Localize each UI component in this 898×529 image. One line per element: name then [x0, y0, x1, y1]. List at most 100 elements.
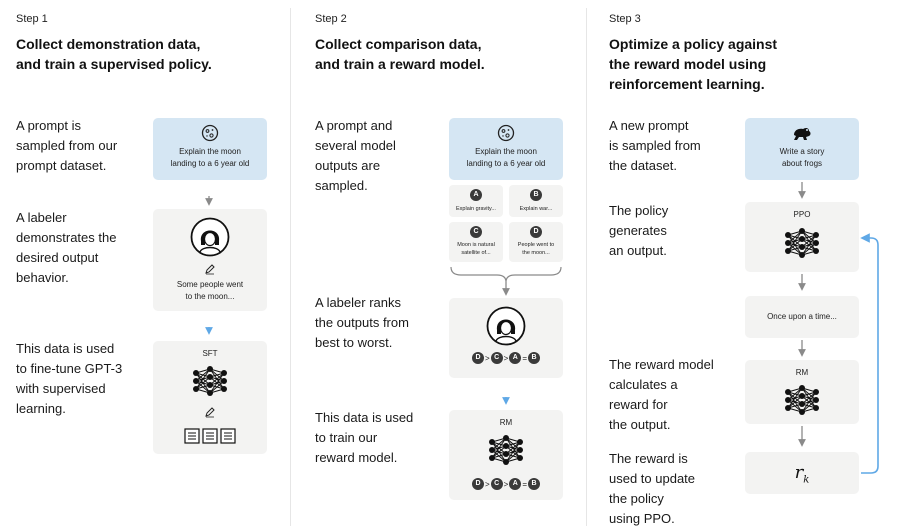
step1-arrow-1 [205, 196, 213, 206]
rm-label: RM [499, 418, 513, 427]
network-node [813, 405, 819, 411]
output-text: People went to the moon... [511, 241, 561, 257]
labeler-avatar-icon [190, 217, 230, 257]
desc-line: to train our [315, 430, 378, 445]
network-edge [505, 449, 521, 463]
rank-badge: A [509, 478, 522, 490]
neural-network-icon [489, 435, 523, 465]
network-edge [209, 380, 225, 394]
output-badge: A [470, 189, 482, 201]
desc-line: an output. [609, 243, 667, 258]
rm-label: RM [795, 368, 809, 377]
step2-prompt-text: Explain the moon landing to a 6 year old [449, 146, 563, 170]
step1-desc-labeler: A labeler demonstrates the desired outpu… [16, 208, 116, 288]
rank-op: = [522, 479, 527, 489]
output-line: the moon... [522, 250, 550, 256]
network-node [799, 401, 805, 407]
desc-line: prompt dataset. [16, 158, 107, 173]
step3-heading-line2: the reward model using [609, 56, 767, 72]
desc-line: The reward is [609, 451, 688, 466]
desc-line: calculates a [609, 377, 678, 392]
neural-network-icon [785, 228, 819, 258]
step3-desc-reward: The reward model calculates a reward for… [609, 355, 714, 435]
step3-desc-policy: The policy generates an output. [609, 201, 668, 261]
network-edge [801, 234, 817, 256]
network-edge [209, 372, 225, 394]
network-node [193, 370, 199, 376]
step1-demo-text: Some people went to the moon... [153, 279, 267, 303]
step2-prompt-box: Explain the moon landing to a 6 year old [449, 118, 563, 180]
network-edge [787, 387, 803, 401]
desc-line: sampled. [315, 178, 368, 193]
desc-line: behavior. [16, 270, 69, 285]
prompt-line: landing to a 6 year old [170, 159, 250, 168]
network-node [785, 240, 791, 246]
network-node [813, 389, 819, 395]
network-edge [801, 391, 817, 413]
step2-heading-line1: Collect comparison data, [315, 36, 482, 52]
step1-label: Step 1 [16, 13, 48, 25]
network-node [207, 390, 213, 396]
network-node [799, 393, 805, 399]
reward-value: rk [745, 462, 859, 486]
network-node [785, 389, 791, 395]
reward-symbol: r [794, 462, 804, 483]
ppo-label: PPO [793, 210, 811, 219]
step3-heading-line1: Optimize a policy against [609, 36, 778, 52]
desc-line: A new prompt [609, 118, 689, 133]
step2-brace-arrow [450, 266, 562, 296]
step1-prompt-text: Explain the moon landing to a 6 year old [153, 146, 267, 170]
output-text: Moon is natural satellite of... [451, 241, 501, 257]
step2-desc-sample: A prompt and several model outputs are s… [315, 116, 396, 196]
desc-line: reward model. [315, 450, 398, 465]
network-node [503, 451, 509, 457]
document-icon [184, 428, 200, 444]
step3-reward-box: rk [745, 452, 859, 494]
pencil-icon [205, 264, 215, 275]
network-node [193, 378, 199, 384]
network-node [813, 232, 819, 238]
network-node [503, 435, 509, 441]
network-edge [491, 445, 507, 459]
desc-line: the dataset. [609, 158, 677, 173]
step3-arrow-4 [798, 426, 806, 447]
step1-heading: Collect demonstration data, and train a … [16, 34, 296, 74]
network-node [489, 447, 495, 453]
rank-badge: D [471, 352, 484, 364]
ranking: D>C>A=B [449, 478, 563, 490]
output-d: D People went to the moon... [509, 222, 563, 262]
rank-badge: A [509, 352, 522, 364]
pencil-icon [205, 407, 215, 418]
sft-label: SFT [202, 349, 218, 358]
network-node [207, 374, 213, 380]
step3-desc-update: The reward is used to update the policy … [609, 449, 695, 529]
network-node [489, 455, 495, 461]
network-node [799, 228, 805, 234]
rank-op: > [503, 353, 509, 363]
step3-label: Step 3 [609, 13, 641, 25]
network-node [799, 409, 805, 415]
step1-arrow-2 [205, 327, 213, 335]
step2-rank-box: D>C>A=B [449, 298, 563, 378]
step1-prompt-box: Explain the moon landing to a 6 year old [153, 118, 267, 180]
step1-sft-box: SFT [153, 341, 267, 454]
network-edge [801, 399, 817, 413]
desc-line: A labeler [16, 210, 67, 225]
network-edge [787, 395, 803, 409]
desc-line: learning. [16, 401, 66, 416]
desc-line: desired output [16, 250, 99, 265]
desc-line: sampled from our [16, 138, 118, 153]
network-edge [505, 441, 521, 455]
network-edge [195, 368, 211, 390]
network-edge [801, 242, 817, 256]
step3-ppo-box: PPO [745, 202, 859, 272]
prompt-line: Explain the moon [179, 147, 241, 156]
network-node [503, 443, 509, 449]
step2-label: Step 2 [315, 13, 347, 25]
demo-line: to the moon... [185, 292, 235, 301]
network-edge [491, 437, 507, 459]
step1-heading-line2: and train a supervised policy. [16, 56, 212, 72]
demo-line: Some people went [176, 280, 244, 289]
network-node [813, 240, 819, 246]
document-icons [184, 428, 236, 444]
